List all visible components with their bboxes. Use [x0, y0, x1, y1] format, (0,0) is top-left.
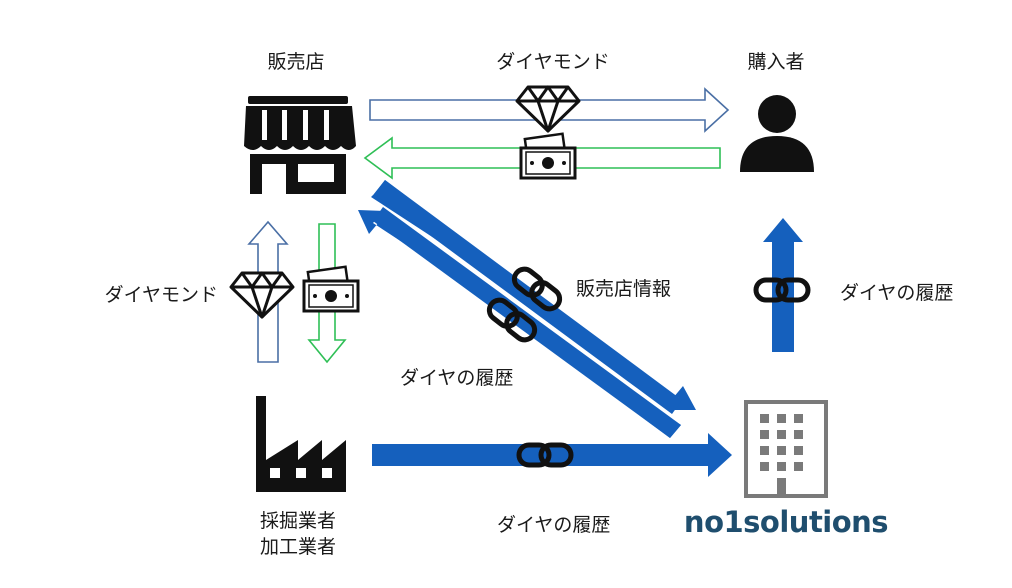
- diamond-flow-label-left: ダイヤモンド: [105, 284, 218, 306]
- chain-link-icon: [753, 277, 811, 303]
- retailer-label: 販売店: [267, 51, 324, 73]
- diamond-icon: [515, 85, 581, 133]
- history-arrow-to-company: [372, 433, 732, 477]
- person-icon: [740, 95, 814, 172]
- chain-link-icon: [516, 442, 574, 468]
- office-building-icon: [744, 400, 828, 498]
- history-label-bottom: ダイヤの履歴: [497, 514, 610, 536]
- brand-logo-text: no1solutions: [684, 505, 888, 539]
- producer-label-line1: 採掘業者: [260, 510, 336, 532]
- banknote-icon: [519, 132, 577, 180]
- producer-label-line2: 加工業者: [260, 536, 336, 558]
- chain-link-icon: [486, 297, 538, 343]
- history-label-middle: ダイヤの履歴: [400, 367, 513, 389]
- chain-link-icon: [511, 266, 563, 312]
- store-icon: [244, 96, 356, 194]
- retailer-info-label: 販売店情報: [576, 278, 671, 300]
- history-arrow-to-retailer: [358, 207, 681, 438]
- history-label-right: ダイヤの履歴: [840, 282, 953, 304]
- buyer-label: 購入者: [747, 51, 804, 73]
- diamond-icon: [229, 271, 295, 319]
- diamond-flow-label-top: ダイヤモンド: [496, 51, 609, 73]
- factory-icon: [256, 396, 346, 492]
- banknote-icon: [302, 265, 360, 313]
